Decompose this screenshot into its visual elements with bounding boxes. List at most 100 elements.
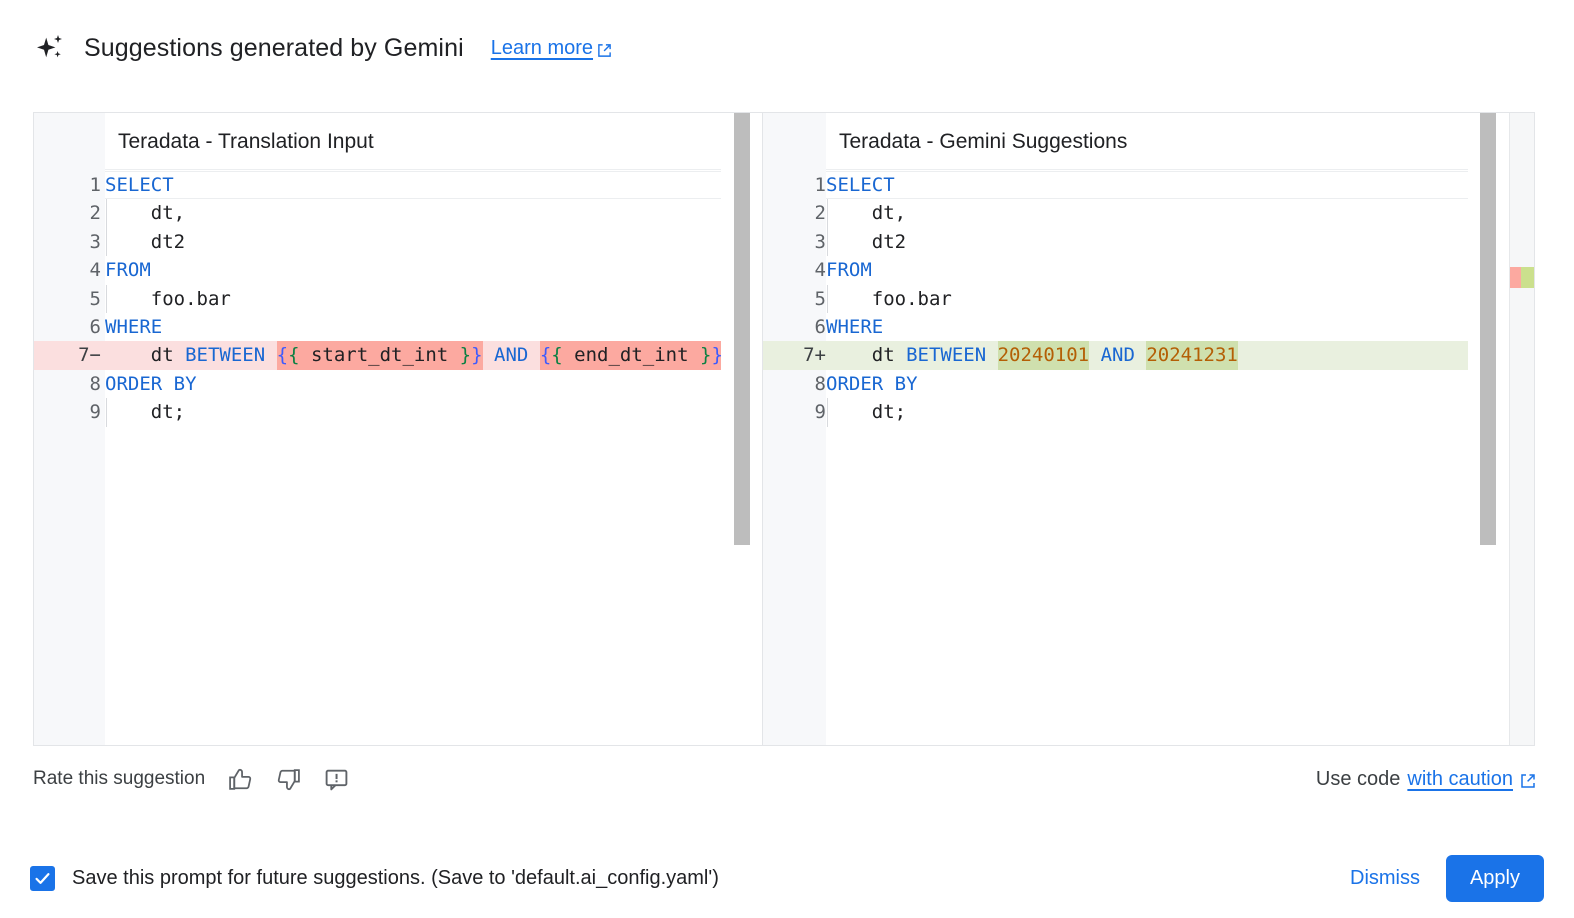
- code-token: [528, 341, 539, 369]
- code-token: foo.bar: [105, 287, 231, 310]
- scrollbar-left[interactable]: [721, 113, 762, 745]
- checkmark-icon: [35, 872, 50, 884]
- dismiss-button[interactable]: Dismiss: [1342, 857, 1428, 900]
- code-token: end_dt_int: [562, 341, 700, 370]
- indent-guide: [827, 199, 828, 228]
- code-line-text: dt,: [826, 199, 1534, 228]
- code-token: 20240101: [997, 341, 1090, 370]
- report-icon[interactable]: [323, 766, 349, 792]
- save-prompt-label: Save this prompt for future suggestions.…: [72, 866, 719, 889]
- code-token: BETWEEN: [185, 344, 266, 367]
- code-token: SELECT: [826, 174, 895, 196]
- line-number: 2: [89, 202, 101, 225]
- code-token: dt;: [105, 401, 186, 424]
- sparkle-icon: [33, 31, 67, 65]
- line-number: 4: [89, 259, 101, 282]
- code-line-text: FROM: [105, 256, 762, 284]
- code-line-text: dt;: [105, 398, 762, 427]
- code-token: dt2: [826, 230, 907, 253]
- indent-guide: [827, 284, 828, 313]
- code-line: 5 foo.bar: [763, 284, 1534, 313]
- line-number: 3: [89, 230, 101, 253]
- code-token: AND: [494, 344, 529, 367]
- code-line-text: dt BETWEEN 20240101 AND 20241231: [826, 341, 1534, 370]
- code-token: }: [700, 341, 712, 370]
- code-token: }: [471, 341, 483, 370]
- code-line-text: dt,: [105, 199, 762, 228]
- rate-group: Rate this suggestion: [33, 766, 1535, 792]
- line-number: 9: [89, 401, 101, 424]
- code-line: 2 dt,: [34, 199, 762, 228]
- code-line-text: foo.bar: [105, 284, 762, 313]
- code-token: FROM: [826, 259, 872, 282]
- overview-added-marker: [1521, 267, 1534, 288]
- code-line-text: dt2: [826, 227, 1534, 257]
- code-line-text: SELECT: [105, 171, 762, 199]
- line-number: 1: [89, 174, 101, 196]
- indent-guide: [827, 227, 828, 257]
- code-token: [986, 341, 997, 369]
- apply-button[interactable]: Apply: [1445, 854, 1544, 902]
- footer-bar: Save this prompt for future suggestions.…: [0, 838, 1574, 918]
- code-token: dt: [105, 344, 186, 367]
- code-token: AND: [1100, 344, 1135, 367]
- code-token: FROM: [105, 259, 151, 282]
- code-line: 7− dt BETWEEN {{ start_dt_int }} AND {{ …: [34, 341, 762, 370]
- code-token: {: [288, 341, 300, 370]
- code-line: 2 dt,: [763, 199, 1534, 228]
- code-token: {: [539, 341, 552, 370]
- line-number: 4: [814, 259, 826, 282]
- indent-guide: [106, 227, 107, 257]
- code-line: 3 dt2: [763, 227, 1534, 257]
- scrollbar-thumb-left[interactable]: [734, 113, 750, 545]
- thumb-up-icon[interactable]: [227, 766, 253, 792]
- line-number: 5: [814, 287, 826, 310]
- line-number: 8: [814, 372, 826, 395]
- external-link-icon: [597, 41, 612, 57]
- external-link-icon: [1520, 772, 1535, 788]
- indent-guide: [106, 284, 107, 313]
- caution-prefix: Use code: [1315, 768, 1401, 790]
- code-line-text: ORDER BY: [105, 370, 762, 398]
- line-number-gutter-right: [763, 113, 826, 745]
- learn-more-link[interactable]: Learn more: [491, 37, 612, 60]
- code-line: 7+ dt BETWEEN 20240101 AND 20241231: [763, 341, 1534, 370]
- overview-removed-marker: [1510, 267, 1521, 288]
- code-line-text: FROM: [826, 256, 1534, 284]
- scrollbar-right[interactable]: [1468, 113, 1509, 745]
- save-prompt-checkbox[interactable]: [30, 865, 55, 891]
- line-number: 9: [814, 401, 826, 424]
- code-token: }: [459, 341, 472, 370]
- with-caution-link[interactable]: with caution: [1407, 768, 1513, 790]
- code-token: {: [276, 341, 289, 370]
- rate-label: Rate this suggestion: [33, 768, 206, 789]
- save-prompt-row: Save this prompt for future suggestions.…: [30, 865, 719, 891]
- code-token: WHERE: [105, 315, 163, 338]
- code-token: WHERE: [826, 315, 884, 338]
- code-line-text: dt2: [105, 227, 762, 257]
- code-token: BETWEEN: [906, 344, 987, 367]
- line-number-gutter-left: [34, 113, 105, 745]
- code-token: dt;: [826, 401, 907, 424]
- code-token: [265, 341, 276, 369]
- thumb-down-icon[interactable]: [275, 766, 301, 792]
- learn-more-label: Learn more: [490, 36, 594, 59]
- line-number: 6: [814, 315, 826, 338]
- overview-ruler[interactable]: [1509, 113, 1534, 745]
- line-number: 6: [89, 315, 101, 338]
- scrollbar-thumb-right[interactable]: [1480, 113, 1496, 545]
- line-number: 1: [814, 174, 826, 196]
- indent-guide: [106, 398, 107, 427]
